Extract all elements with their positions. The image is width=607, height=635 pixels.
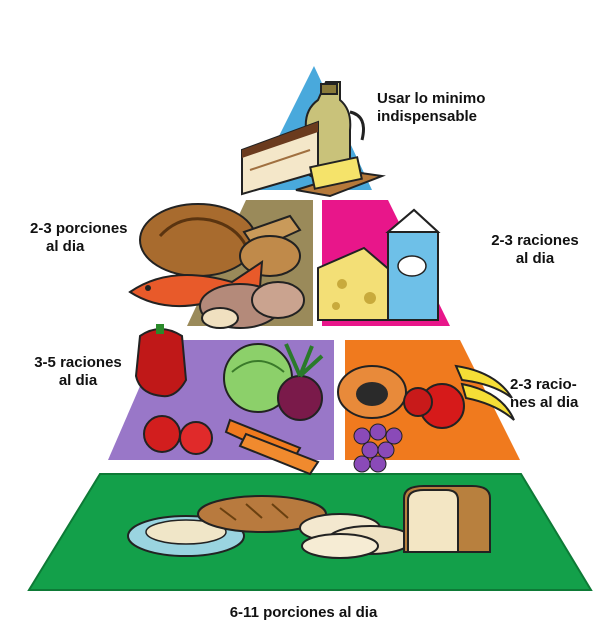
fruit-tier-label-line1: 2-3 racio- — [510, 376, 605, 394]
sliced-bread — [404, 486, 490, 552]
protein-tier-label-line2: al dia — [30, 238, 170, 256]
protein-tier-label: 2-3 porciones al dia — [30, 220, 170, 256]
top-tier-label-line1: Usar lo minimo — [377, 90, 527, 108]
vegetables-tier-label-line1: 3-5 raciones — [18, 354, 138, 372]
fruit-tier-label: 2-3 racio- nes al dia — [510, 376, 605, 412]
vegetables-tier-label-line2: al dia — [18, 372, 138, 390]
dairy-tier-label-line2: al dia — [470, 250, 600, 268]
milk-carton — [388, 210, 438, 320]
grains-tier-label: 6-11 porciones al dia — [0, 604, 607, 622]
fruit-tier-label-line2: nes al dia — [510, 394, 605, 412]
vegetables-tier-label: 3-5 raciones al dia — [18, 354, 138, 390]
grains-tier-label-line1: 6-11 porciones al dia — [0, 604, 607, 622]
red-pepper — [136, 324, 186, 396]
protein-tier-label-line1: 2-3 porciones — [30, 220, 170, 238]
dairy-tier-label: 2-3 raciones al dia — [470, 232, 600, 268]
top-tier-label: Usar lo minimo indispensable — [377, 90, 527, 126]
papaya — [338, 366, 406, 418]
dairy-tier-label-line1: 2-3 raciones — [470, 232, 600, 250]
top-tier-label-line2: indispensable — [377, 108, 527, 126]
